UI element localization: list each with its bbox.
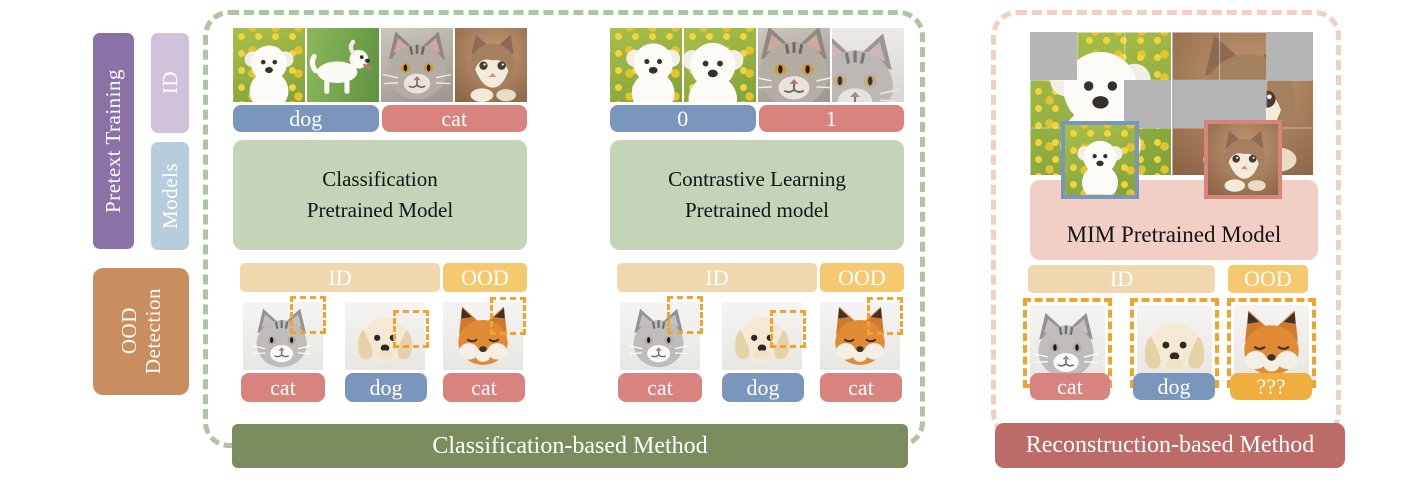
reconstructed-cat-thumb <box>1204 120 1282 199</box>
patch-marker <box>290 296 326 334</box>
ood-banner: OOD <box>1228 265 1308 293</box>
train-label-0: 0 <box>610 105 756 132</box>
test-photo-dog <box>345 302 429 370</box>
training-image-row <box>233 28 527 102</box>
sidebar-id-box: ID <box>151 33 189 133</box>
sidebar-models-box: Models <box>151 142 189 250</box>
test-photo-fox <box>443 297 526 370</box>
pretext-training-label: Pretext Training <box>101 69 126 213</box>
training-image-row <box>610 28 904 102</box>
id-banner: ID <box>240 263 440 292</box>
cat-photo-aug2 <box>832 28 904 102</box>
test-label-cat: cat <box>618 373 702 402</box>
patch-marker <box>867 297 903 335</box>
reconstruction-method-banner: Reconstruction-based Method <box>995 423 1345 468</box>
test-photo-cat <box>620 296 703 370</box>
contrastive-model-box: Contrastive Learning Pretrained model <box>610 140 904 250</box>
test-label-fox: cat <box>820 373 902 402</box>
test-label-dog: dog <box>345 373 427 402</box>
ood-banner: OOD <box>820 263 904 292</box>
masked-patch <box>1030 32 1078 80</box>
masked-patch <box>1172 79 1267 128</box>
patch-marker <box>667 296 703 334</box>
dog-photo-grass <box>307 28 379 102</box>
classification-method-banner: Classification-based Method <box>232 424 908 468</box>
dog-photo-flowers <box>233 28 305 102</box>
train-label-dog: dog <box>233 105 379 132</box>
dog-photo-aug2 <box>684 28 756 102</box>
sidebar-id-label: ID <box>157 71 182 95</box>
patch-marker <box>490 297 526 335</box>
ood-banner: OOD <box>443 263 527 292</box>
classification-model-box: Classification Pretrained Model <box>233 140 527 250</box>
patch-marker <box>393 310 429 348</box>
test-photo-dog <box>722 302 806 370</box>
cat-photo-aug1 <box>758 28 830 102</box>
id-banner: ID <box>617 263 817 292</box>
cat-photo-kitten <box>455 28 527 102</box>
classification-column: dog cat Classification Pretrained Model … <box>233 28 527 402</box>
test-photo-cat <box>243 296 326 370</box>
dog-photo-aug1 <box>610 28 682 102</box>
test-label-dog: dog <box>1133 373 1215 400</box>
train-label-cat: cat <box>381 105 527 132</box>
test-photo-fox <box>820 297 903 370</box>
reconstructed-dog-thumb <box>1061 121 1139 199</box>
test-label-cat: cat <box>241 373 325 402</box>
test-label-cat: cat <box>1030 373 1110 400</box>
patch-marker <box>770 310 806 348</box>
train-label-1: 1 <box>758 105 904 132</box>
contrastive-column: 0 1 Contrastive Learning Pretrained mode… <box>610 28 904 402</box>
sidebar-models-label: Models <box>157 163 182 229</box>
test-label-fox: cat <box>443 373 525 402</box>
masked-patch <box>1123 79 1171 128</box>
test-label-dog: dog <box>722 373 804 402</box>
id-banner: ID <box>1028 265 1215 293</box>
pretext-training-box: Pretext Training <box>93 33 134 249</box>
cat-photo-tabby <box>381 28 453 102</box>
masked-patch <box>1265 32 1313 80</box>
test-label-unknown: ??? <box>1230 373 1312 400</box>
